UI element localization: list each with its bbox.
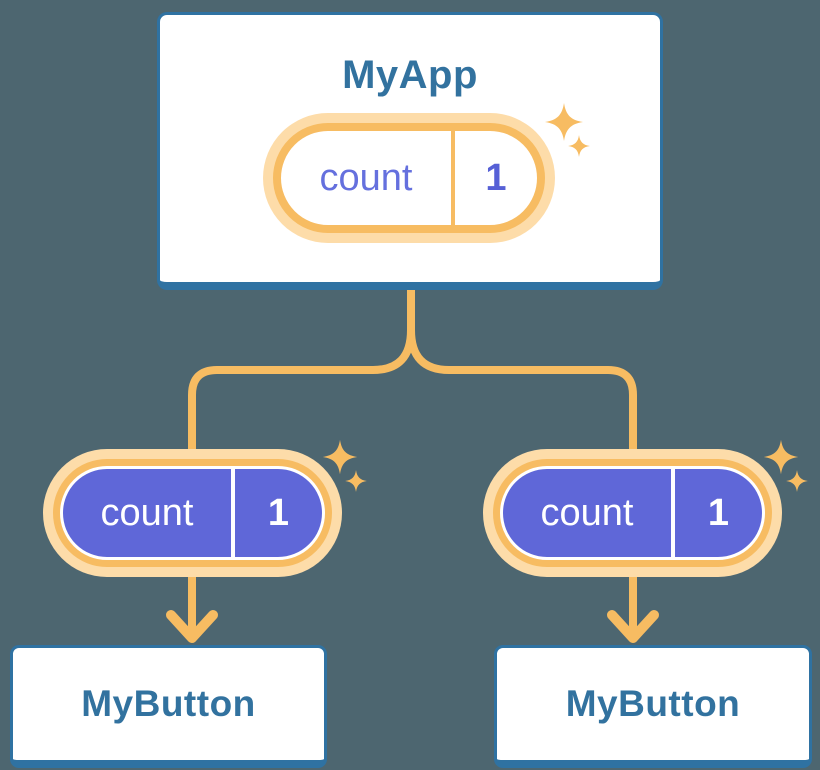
sparkle-icon [568, 135, 590, 157]
child-component-card-left: MyButton [10, 645, 327, 768]
child-component-card-right: MyButton [494, 645, 812, 768]
prop-pill-left-body: count 1 [60, 466, 325, 560]
child-component-title: MyButton [81, 683, 256, 724]
state-pill: count 1 [273, 123, 545, 233]
state-name-label: count [319, 156, 413, 199]
prop-name-label: count [540, 491, 634, 534]
sparkle-icon [322, 439, 358, 475]
tree-link-right [407, 282, 637, 474]
pill-divider [231, 469, 235, 557]
state-value-label: 1 [485, 156, 507, 199]
root-component-title: MyApp [342, 53, 478, 97]
prop-name-label: count [100, 491, 194, 534]
arrow-down-left-icon [166, 610, 218, 643]
pill-divider [671, 469, 675, 557]
sparkle-icon [545, 103, 583, 141]
sparkle-icon [345, 470, 367, 492]
sparkle-icon [786, 470, 808, 492]
prop-pill-right-body: count 1 [500, 466, 765, 560]
arrow-down-right-icon [607, 610, 659, 643]
prop-value-label: 1 [707, 491, 730, 534]
tree-link-left [188, 282, 415, 474]
prop-pill-left: count 1 [53, 459, 332, 567]
prop-value-label: 1 [267, 491, 290, 534]
sparkle-icon [763, 439, 799, 475]
child-component-title: MyButton [565, 683, 741, 724]
pill-divider [451, 131, 455, 225]
prop-pill-right: count 1 [493, 459, 772, 567]
